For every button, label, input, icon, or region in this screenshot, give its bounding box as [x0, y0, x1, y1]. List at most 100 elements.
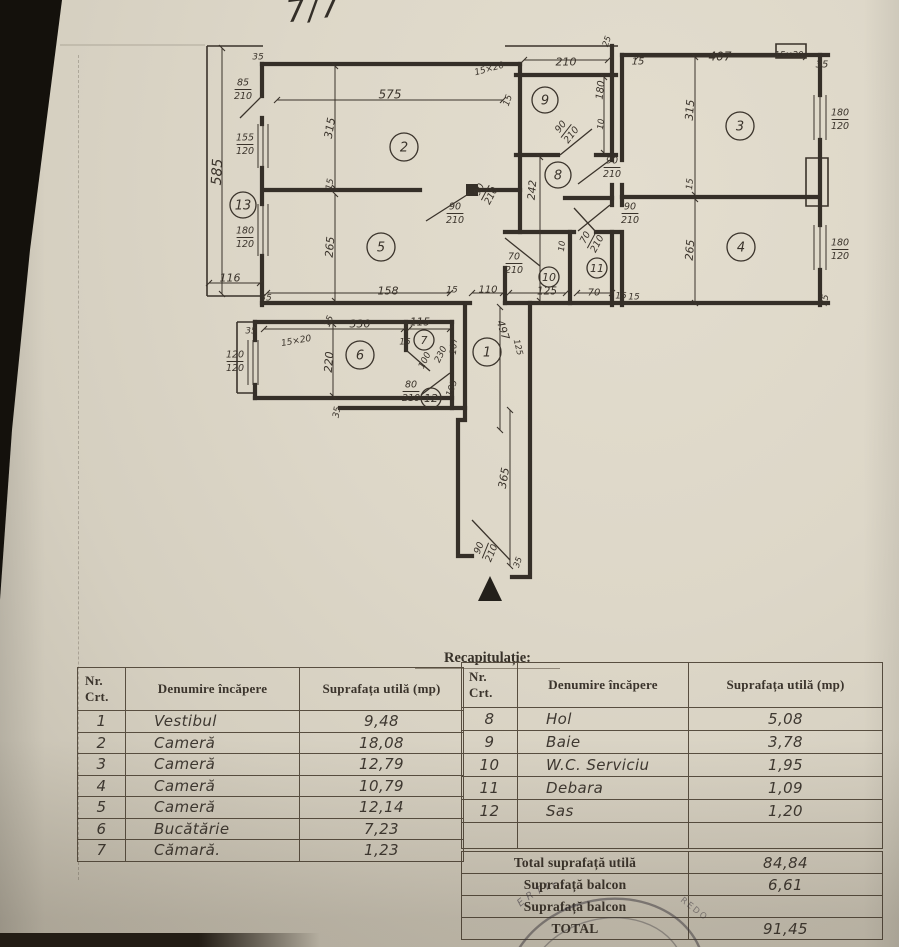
svg-text:497: 497	[494, 319, 512, 342]
dimension-label: 575	[379, 88, 402, 102]
table-header-row: Nr. Crt. Denumire încăpere Suprafața uti…	[461, 662, 883, 708]
svg-text:110: 110	[478, 285, 497, 296]
row-number: 8	[461, 707, 518, 731]
recap-table-right: Nr. Crt. Denumire încăpere Suprafața uti…	[461, 662, 883, 849]
svg-text:35: 35	[816, 60, 829, 71]
dimension-label: 35	[816, 60, 829, 71]
room-number: 12	[420, 387, 442, 409]
room-name: Cameră	[125, 796, 300, 819]
row-number: 12	[461, 799, 518, 823]
svg-text:15: 15	[325, 177, 337, 190]
row-number: 7	[77, 839, 126, 862]
dimension-label: 15	[502, 93, 515, 107]
svg-text:315: 315	[322, 117, 338, 140]
room-number: 3	[725, 111, 755, 141]
total-label: Total suprafață utilă	[461, 851, 689, 874]
room-name: Debara	[517, 776, 689, 800]
row-number: 1	[77, 710, 126, 733]
svg-text:35: 35	[252, 53, 264, 63]
svg-text:15: 15	[323, 314, 337, 329]
svg-text:15×20: 15×20	[775, 51, 804, 61]
dimension-label: 35	[245, 327, 257, 337]
dimension-label: 315	[683, 99, 698, 121]
svg-text:120: 120	[226, 363, 244, 374]
svg-text:315: 315	[683, 99, 698, 121]
svg-text:210: 210	[603, 169, 621, 180]
svg-text:10: 10	[596, 118, 607, 130]
dimension-label: 15	[399, 338, 411, 348]
dimension-label: 125	[511, 338, 525, 356]
room-name: Cameră	[125, 774, 300, 797]
dimension-label: 35	[332, 405, 344, 418]
svg-text:125: 125	[511, 338, 525, 356]
room-number: 9	[531, 86, 559, 114]
svg-text:35: 35	[512, 556, 525, 569]
room-name: Bucătărie	[125, 817, 300, 840]
row-number	[461, 822, 518, 849]
row-number: 3	[77, 753, 126, 776]
svg-text:11: 11	[590, 262, 604, 275]
room-area: 12,79	[299, 753, 464, 776]
svg-text:8: 8	[554, 169, 562, 184]
room-area	[688, 822, 883, 849]
floor-plan: 5853585210155120180120116355751515×20315…	[60, 35, 849, 601]
room-number: 1	[472, 337, 502, 367]
dimension-label: 15×20	[775, 51, 804, 61]
room-area: 3,78	[688, 730, 883, 754]
dimension-label: 116	[220, 272, 241, 285]
room-name: Sas	[517, 799, 689, 823]
svg-text:6: 6	[356, 349, 364, 364]
svg-text:1: 1	[483, 346, 491, 361]
total-label: TOTAL	[461, 917, 689, 940]
svg-text:7: 7	[421, 334, 428, 347]
svg-text:125: 125	[537, 286, 557, 298]
svg-text:407: 407	[709, 50, 732, 64]
room-number: 4	[726, 232, 756, 262]
room-number: 5	[366, 232, 396, 262]
dimension-label: 15	[685, 178, 696, 191]
svg-text:90: 90	[472, 182, 487, 198]
row-number: 10	[461, 753, 518, 777]
total-value: 84,84	[688, 851, 883, 874]
dimension-label: 15	[615, 292, 627, 302]
dimension-label: 497	[494, 319, 512, 342]
svg-text:105: 105	[445, 378, 460, 398]
svg-text:180: 180	[236, 226, 254, 237]
row-number: 6	[77, 817, 126, 840]
dimension-label: 35	[820, 293, 832, 306]
dimension-label: 585	[209, 158, 226, 186]
svg-text:210: 210	[234, 91, 252, 102]
paper-fold-line	[78, 55, 79, 880]
svg-text:13: 13	[235, 199, 252, 214]
dimension-label: 158	[378, 285, 399, 298]
dimension-label: 15	[446, 286, 458, 296]
svg-text:5: 5	[377, 241, 385, 256]
dimension-label: 265	[683, 239, 698, 261]
svg-text:210: 210	[556, 56, 577, 69]
header-area: Suprafața utilă (mp)	[299, 667, 464, 711]
total-value: 6,61	[688, 873, 883, 896]
svg-text:80: 80	[405, 380, 417, 391]
header-nr: Nr. Crt.	[461, 662, 518, 708]
room-name: Cameră	[125, 753, 300, 776]
svg-text:10: 10	[557, 240, 568, 252]
svg-text:90: 90	[472, 540, 487, 555]
svg-text:120: 120	[831, 121, 849, 132]
dimension-label: 15	[323, 314, 337, 329]
svg-text:575: 575	[379, 88, 402, 102]
